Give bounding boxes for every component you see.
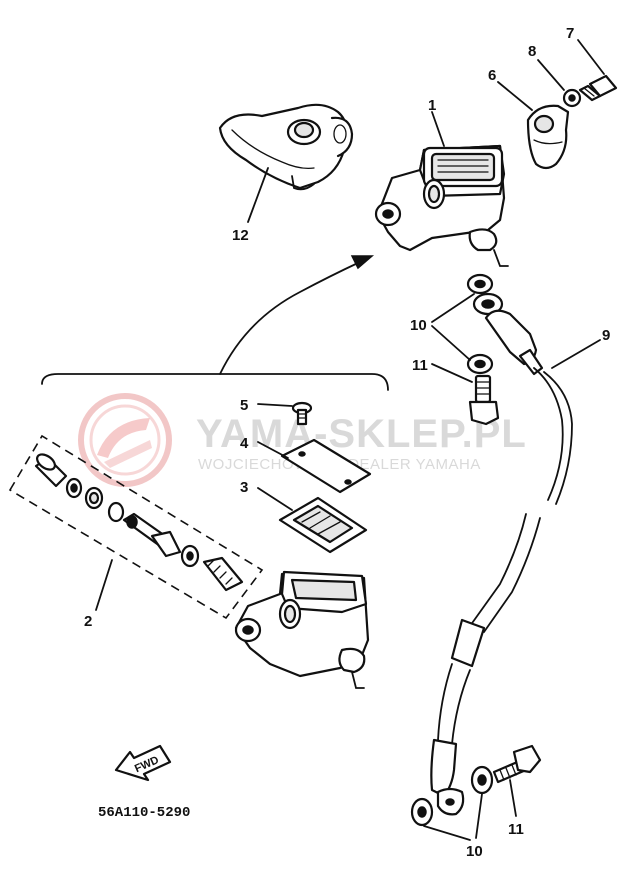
callout-1: 1	[428, 97, 436, 114]
part-diaphragm	[278, 496, 368, 554]
callout-2: 2	[84, 613, 92, 630]
diagram-code: 56A110-5290	[98, 805, 190, 821]
part-reservoir-cap	[280, 438, 372, 494]
leader-9	[551, 339, 601, 369]
part-holder-bolt	[578, 74, 618, 102]
leader-2	[95, 559, 113, 611]
part-master-cylinder-upper	[374, 144, 509, 267]
callout-10-lower: 10	[466, 843, 483, 860]
leader-3	[257, 487, 293, 511]
part-union-bolt-lower	[492, 744, 542, 784]
callout-5: 5	[240, 397, 248, 414]
leader-4	[257, 441, 289, 459]
part-master-cylinder-lower	[234, 570, 370, 689]
leader-5	[257, 403, 293, 407]
kit-dashed-boundary	[8, 434, 264, 620]
leader-11-lower	[509, 779, 517, 817]
leader-6	[497, 81, 533, 111]
callout-9: 9	[602, 327, 610, 344]
callout-6: 6	[488, 67, 496, 84]
leader-7	[577, 39, 605, 75]
assembly-bracket	[41, 373, 389, 391]
leader-10-upper-b	[431, 325, 471, 361]
callout-12: 12	[232, 227, 249, 244]
part-union-bolt-upper	[468, 374, 500, 426]
leader-8	[537, 59, 565, 91]
callout-11-lower: 11	[508, 821, 524, 838]
callout-3: 3	[240, 479, 248, 496]
part-cylinder-kit	[34, 453, 244, 592]
part-lever-cover	[218, 103, 354, 191]
part-holder	[526, 104, 570, 170]
callout-7: 7	[566, 25, 574, 42]
leader-12	[247, 167, 269, 223]
callout-10-upper: 10	[410, 317, 427, 334]
part-washer	[562, 88, 582, 108]
callout-8: 8	[528, 43, 536, 60]
leader-10-lower-b	[475, 793, 483, 839]
watermark-logo	[78, 393, 172, 487]
part-cap-screw	[291, 401, 313, 426]
leader-10-upper-a	[431, 293, 475, 323]
callout-11-upper: 11	[412, 357, 428, 374]
leader-1	[431, 111, 445, 147]
callout-4: 4	[240, 435, 249, 452]
leader-11-upper	[431, 363, 473, 383]
assembly-arrow	[219, 261, 361, 375]
part-copper-washers-upper	[466, 273, 504, 375]
fwd-direction-icon: FWD	[114, 744, 172, 782]
part-brake-hose	[430, 309, 573, 816]
leader-10-lower-a	[423, 825, 471, 841]
part-copper-washers-lower	[410, 765, 494, 827]
arrow-head	[350, 255, 375, 270]
